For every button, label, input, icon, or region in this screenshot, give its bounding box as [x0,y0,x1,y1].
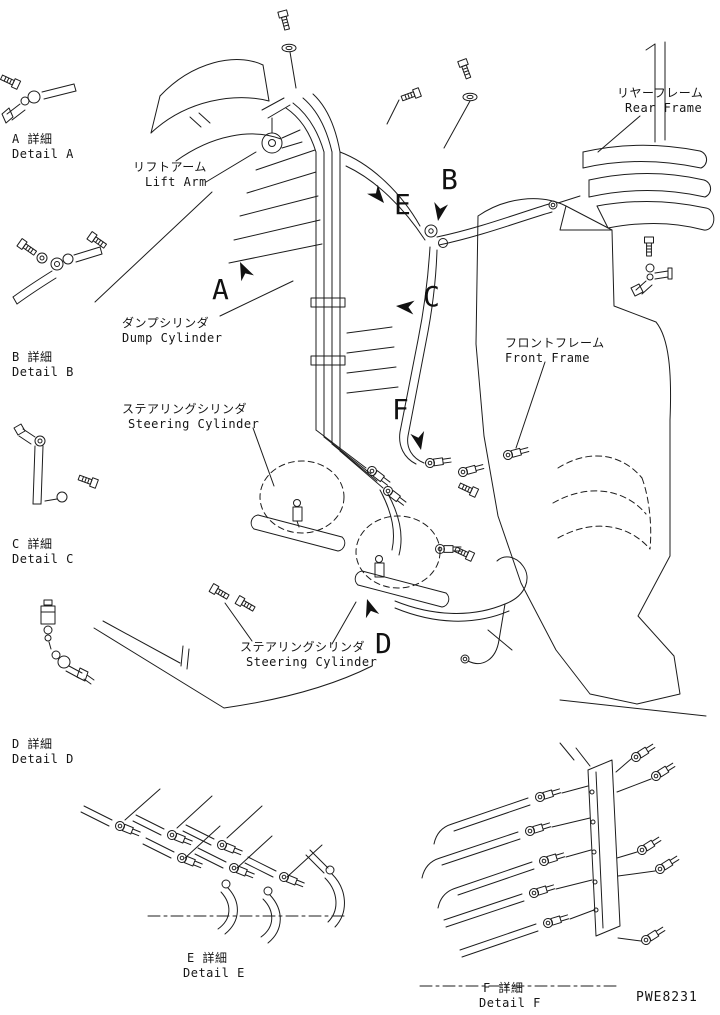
detail-f-view [419,741,681,987]
label-dump-cylinder: ダンプシリンダ Dump Cylinder [122,316,222,347]
detail-c-view [13,423,99,505]
label-rear-frame: リヤーフレーム Rear Frame [617,86,703,117]
lift-arm-art [150,59,303,317]
arrow-d-icon [359,596,380,619]
steering-cylinder-art [208,427,528,664]
front-frame-art [456,198,707,717]
label-detail-a-en: Detail A [12,147,74,162]
label-steering-cylinder-lower-en: Steering Cylinder [246,655,378,670]
label-detail-e: E 詳細 Detail E [183,951,245,982]
label-detail-a: A 詳細 Detail A [12,132,74,163]
label-detail-b-en: Detail B [12,365,74,380]
arrow-f-icon [409,430,429,452]
label-detail-f-en: Detail F [479,996,541,1011]
detail-d-view [40,599,95,685]
arrow-c-icon [394,298,416,316]
detail-a-view [0,72,77,124]
label-steering-cylinder-upper-jp: ステアリングシリンダ [122,402,248,416]
label-steering-cylinder-lower: ステアリングシリンダ Steering Cylinder [240,640,377,671]
label-detail-c-en: Detail C [12,552,74,567]
label-detail-f: F 詳細 Detail F [479,981,541,1012]
label-dump-cylinder-en: Dump Cylinder [122,331,223,346]
label-detail-e-en: Detail E [183,966,245,981]
label-front-frame-en: Front Frame [505,351,590,366]
callout-b: B [441,163,458,196]
callout-d: D [375,627,392,660]
tube-bundle-art [228,93,581,508]
label-detail-b: B 詳細 Detail B [12,350,74,381]
detail-e-view [80,788,347,944]
label-rear-frame-en: Rear Frame [625,101,703,116]
callout-arrows [233,184,449,619]
arrow-b-icon [430,201,449,223]
label-detail-f-jp: F 詳細 [483,981,524,995]
detail-b-view [12,231,109,305]
label-front-frame: フロントフレーム Front Frame [505,336,605,367]
label-lift-arm-jp: リフトアーム [133,160,207,174]
label-steering-cylinder-lower-jp: ステアリングシリンダ [240,640,366,654]
label-detail-b-jp: B 詳細 [12,350,53,364]
label-detail-d-jp: D 詳細 [12,737,53,751]
arrow-a-icon [233,258,255,282]
label-lift-arm: リフトアーム Lift Arm [133,160,207,191]
label-rear-frame-jp: リヤーフレーム [617,86,704,100]
label-dump-cylinder-jp: ダンプシリンダ [122,316,210,330]
callout-a: A [212,273,229,306]
label-detail-c-jp: C 詳細 [12,537,53,551]
label-detail-c: C 詳細 Detail C [12,537,74,568]
label-detail-a-jp: A 詳細 [12,132,53,146]
label-detail-e-jp: E 詳細 [187,951,228,965]
label-detail-d-en: Detail D [12,752,74,767]
top-hardware [277,9,478,149]
callout-e: E [394,188,411,221]
callout-c: C [423,280,440,313]
arrow-e-icon [366,184,390,208]
label-steering-cylinder-upper-en: Steering Cylinder [128,417,260,432]
label-steering-cylinder-upper: ステアリングシリンダ Steering Cylinder [122,402,259,433]
drawing-number: PWE8231 [636,990,698,1005]
label-detail-d: D 詳細 Detail D [12,737,74,768]
rear-frame-art [582,41,715,297]
callout-f: F [392,393,409,426]
label-front-frame-jp: フロントフレーム [505,336,605,350]
body-edges [93,191,373,709]
label-lift-arm-en: Lift Arm [145,175,207,190]
